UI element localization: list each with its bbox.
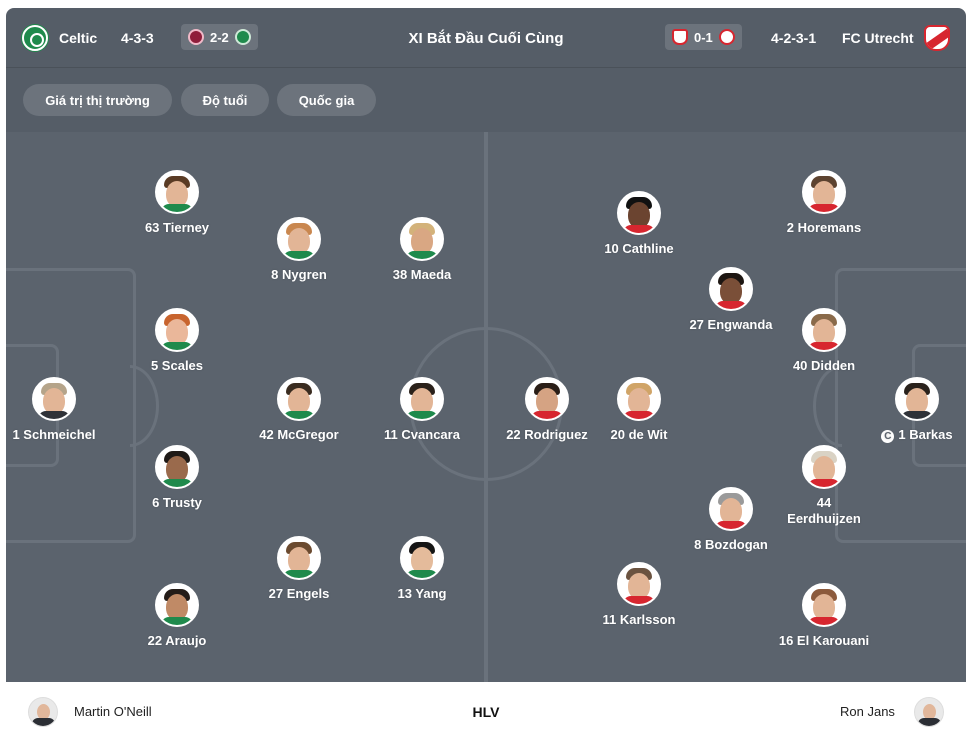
player-name: 63 Tierney [144,220,210,235]
home-last-match-badge[interactable]: 2-2 [181,24,258,50]
filter-market-value[interactable]: Giá trị thị trường [23,84,172,116]
player-name: 22 Araujo [147,633,207,648]
player-name: 10 Cathline [604,241,674,256]
player-cathline[interactable]: 10 Cathline [564,191,714,257]
player-avatar [895,377,939,421]
hearts-crest-icon [188,29,204,45]
filter-age[interactable]: Độ tuổi [181,84,269,116]
player-name: 13 Yang [397,586,447,601]
player-engels[interactable]: 27 Engels [224,536,374,602]
player-avatar [709,487,753,531]
player-maeda[interactable]: 38 Maeda [347,217,497,283]
coach-footer: Martin O'Neill HLV Ron Jans [6,682,966,743]
home-team[interactable]: Celtic [22,8,97,68]
utrecht-mini-crest-icon [672,29,688,45]
player-name: 11 Cvancara [384,427,460,442]
away-last-match-badge[interactable]: 0-1 [665,24,742,50]
player-avatar [155,170,199,214]
pitch: 63 Tierney 8 Nygren 38 Maeda 5 Scales 1 … [6,132,966,682]
player-name: 22 Rodriguez [506,427,588,442]
player-tierney[interactable]: 63 Tierney [102,170,252,236]
player-name: 38 Maeda [392,267,452,282]
player-avatar [802,445,846,489]
lineup-header: Celtic 4-3-3 2-2 XI Bắt Đầu Cuối Cùng 0-… [6,8,966,68]
lineup-card: Celtic 4-3-3 2-2 XI Bắt Đầu Cuối Cùng 0-… [6,8,966,743]
player-avatar [617,562,661,606]
player-de-wit[interactable]: 20 de Wit [564,377,714,443]
player-mcgregor[interactable]: 42 McGregor [224,377,374,443]
player-name: 42 McGregor [259,427,339,442]
player-schmeichel[interactable]: 1 Schmeichel [6,377,129,443]
player-horemans[interactable]: 2 Horemans [749,170,899,236]
player-engwanda[interactable]: 27 Engwanda [656,267,806,333]
player-avatar [155,445,199,489]
player-karlsson[interactable]: 11 Karlsson [564,562,714,628]
away-coach-avatar[interactable] [914,697,944,727]
player-avatar [400,536,444,580]
home-last-score: 2-2 [210,29,229,45]
filter-nationality[interactable]: Quốc gia [277,84,376,116]
player-scales[interactable]: 5 Scales [102,308,252,374]
player-avatar [802,308,846,352]
player-cvancara[interactable]: 11 Cvancara [347,377,497,443]
player-avatar [277,536,321,580]
player-name: 27 Engwanda [689,317,773,332]
player-name: 20 de Wit [610,427,668,442]
player-name: 2 Horemans [786,220,862,235]
player-name: 1 Schmeichel [12,427,96,442]
player-didden[interactable]: 40 Didden [749,308,899,374]
ajax-crest-icon [718,29,735,45]
captain-icon: C [881,430,895,443]
player-name: 8 Bozdogan [694,537,768,552]
home-formation: 4-3-3 [121,30,154,46]
player-avatar [277,217,321,261]
lineup-title: XI Bắt Đầu Cuối Cùng [408,29,564,47]
away-coach-name[interactable]: Ron Jans [840,704,895,719]
player-avatar [525,377,569,421]
player-name: 6 Trusty [152,495,202,510]
player-el-karouani[interactable]: 16 El Karouani [749,583,899,649]
player-avatar [400,217,444,261]
player-avatar [802,583,846,627]
filter-bar: Giá trị thị trường Độ tuổi Quốc gia [6,68,966,132]
player-yang[interactable]: 13 Yang [347,536,497,602]
player-name: 44 Eerdhuijzen [787,495,861,526]
player-nygren[interactable]: 8 Nygren [224,217,374,283]
player-bozdogan[interactable]: 8 Bozdogan [656,487,806,553]
player-avatar [400,377,444,421]
player-avatar [155,308,199,352]
player-name: 11 Karlsson [602,612,676,627]
player-araujo[interactable]: 22 Araujo [102,583,252,649]
player-avatar [277,377,321,421]
player-avatar [802,170,846,214]
player-avatar [617,191,661,235]
celtic-crest-icon [22,25,48,51]
home-team-name: Celtic [59,30,98,46]
player-avatar [32,377,76,421]
player-name: 8 Nygren [271,267,327,282]
away-team-name: FC Utrecht [842,30,914,46]
player-name: 40 Didden [792,358,856,373]
away-formation: 4-2-3-1 [771,30,817,46]
home-coach-avatar[interactable] [28,697,58,727]
celtic-mini-crest-icon [234,29,251,45]
away-team[interactable]: FC Utrecht [842,8,950,68]
coach-title: HLV [472,704,500,720]
away-last-score: 0-1 [694,29,713,45]
player-avatar [155,583,199,627]
player-name: 5 Scales [150,358,204,373]
utrecht-crest-icon [923,25,950,51]
player-name: 27 Engels [268,586,330,601]
player-trusty[interactable]: 6 Trusty [102,445,252,511]
home-coach-name[interactable]: Martin O'Neill [74,704,152,719]
player-name: 16 El Karouani [778,633,870,648]
player-rodriguez[interactable]: 22 Rodriguez [472,377,622,443]
player-eerdhuijzen[interactable]: 44 Eerdhuijzen [749,445,899,527]
player-avatar [617,377,661,421]
player-avatar [709,267,753,311]
